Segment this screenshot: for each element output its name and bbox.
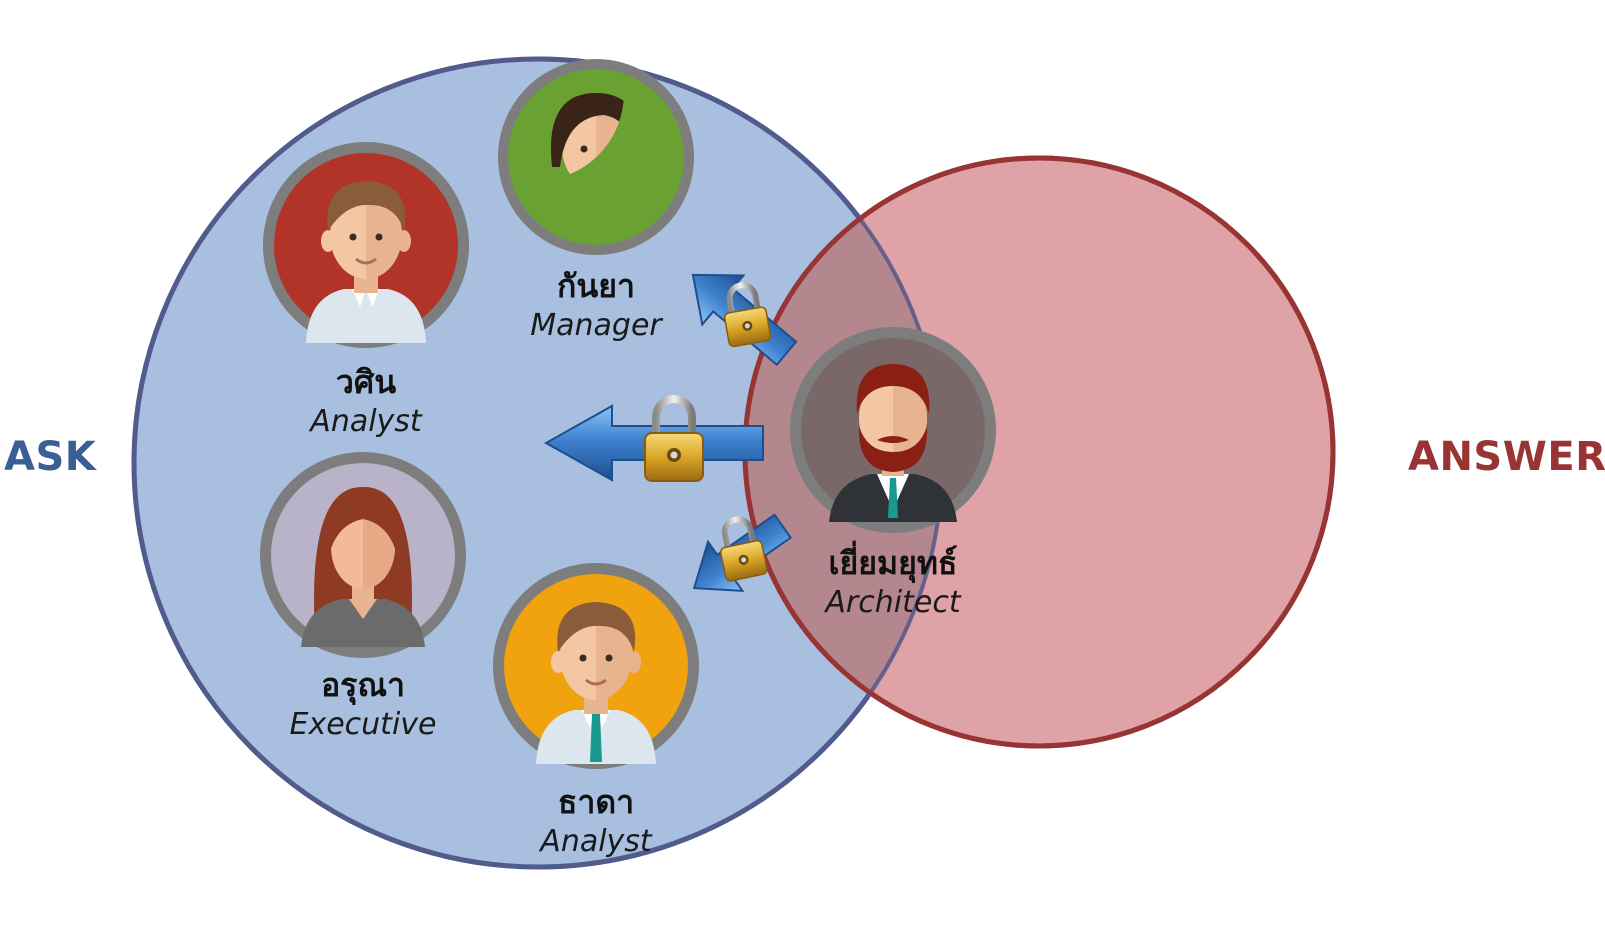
ask-label: ASK: [4, 434, 97, 480]
avatar-yiamyut: [790, 327, 996, 533]
answer-set: [132, 57, 1336, 869]
person-name: เยี่ยมยุทธ์: [828, 544, 958, 582]
woman-avatar-icon: [301, 486, 425, 647]
person-name: ธาดา: [557, 783, 635, 821]
person-name: อรุณา: [320, 666, 406, 704]
man-avatar-icon: [534, 600, 658, 766]
lock-icon: [723, 282, 772, 348]
person-role: Architect: [825, 585, 961, 620]
lock-icon: [644, 395, 704, 482]
person-label-kanya: กันยา Manager: [530, 266, 662, 346]
person-name: วศิน: [335, 363, 397, 401]
answer-label: ANSWER: [1408, 434, 1605, 480]
avatar-kanya: [498, 59, 694, 255]
person-label-aruna: อรุณา Executive: [290, 665, 437, 745]
avatar-aruna: [260, 452, 466, 658]
person-name: กันยา: [557, 267, 635, 305]
person-label-wasin: วศิน Analyst: [310, 362, 421, 442]
person-role: Manager: [530, 308, 662, 343]
person-role: Analyst: [310, 404, 422, 439]
person-role: Executive: [289, 707, 437, 742]
person-label-thada: ธาดา Analyst: [540, 782, 651, 862]
person-label-yiamyut: เยี่ยมยุทธ์ Architect: [825, 543, 960, 623]
overlap-region: [745, 158, 942, 746]
avatar-wasin: [263, 142, 469, 348]
bearded-man-avatar-icon: [829, 364, 957, 522]
avatar-thada: [493, 563, 699, 769]
lock-icon: [719, 516, 768, 582]
person-role: Analyst: [540, 824, 652, 859]
